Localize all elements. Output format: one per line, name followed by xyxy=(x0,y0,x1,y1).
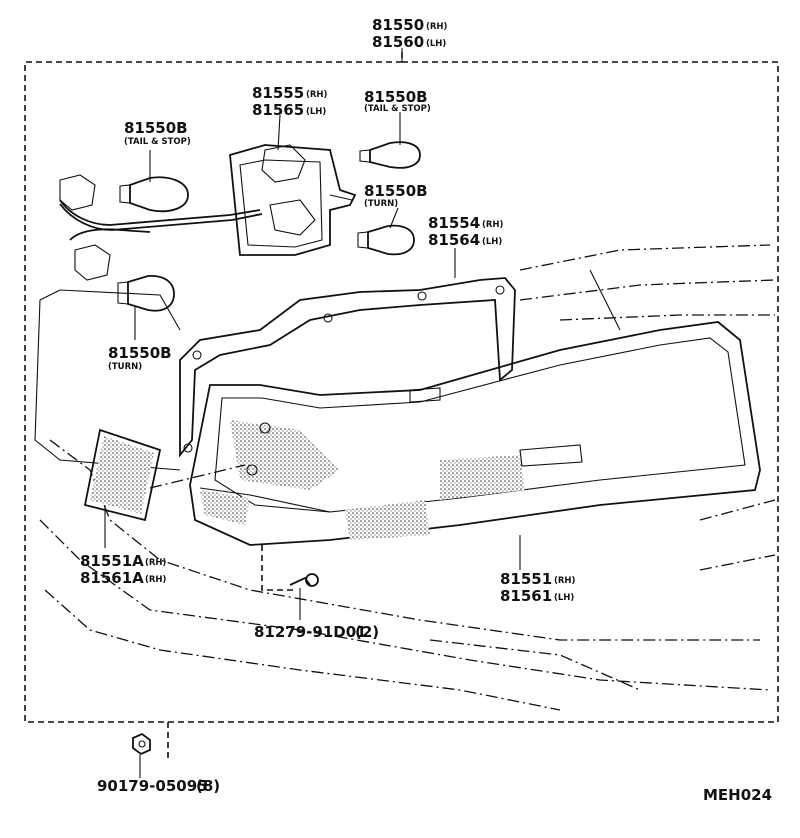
part-number: 81550 xyxy=(372,16,424,34)
part-note: (TAIL & STOP) xyxy=(364,104,431,114)
part-number: 81554 xyxy=(428,214,480,232)
bulb-tail-right-shape xyxy=(359,141,421,169)
assembly-boundary xyxy=(24,52,779,723)
part-quantity: (2) xyxy=(355,623,379,641)
part-side: (RH) xyxy=(426,22,448,32)
reflector-shape xyxy=(83,428,162,522)
bulb-tail-left-shape xyxy=(119,176,189,213)
part-number: 81551 xyxy=(500,570,552,588)
part-number: 81550B xyxy=(124,119,188,137)
part-note: (TAIL & STOP) xyxy=(124,137,191,147)
part-number: 81551A xyxy=(80,552,144,570)
part-number: 81555 xyxy=(252,84,304,102)
part-side: (RH) xyxy=(554,576,576,586)
diagram-code: MEH024 xyxy=(703,786,772,804)
part-number: 81561A xyxy=(80,569,144,587)
nut-shape xyxy=(132,722,169,760)
vehicle-body-outline xyxy=(34,244,776,711)
callout-bulb-turn-left: 81550B (TURN) xyxy=(108,344,172,372)
part-number: 81561 xyxy=(500,587,552,605)
part-number: 90179-05095 xyxy=(97,777,208,795)
callout-bulb-turn-right: 81550B (TURN) xyxy=(364,182,428,209)
part-side: (RH) xyxy=(306,90,328,100)
part-number: 81560 xyxy=(372,33,424,51)
part-quantity: (8) xyxy=(196,777,220,795)
bulb-turn-left-shape xyxy=(117,275,175,312)
part-number: 81565 xyxy=(252,101,304,119)
part-note: (TURN) xyxy=(364,199,398,209)
part-side: (RH) xyxy=(145,558,167,568)
part-side: (RH) xyxy=(145,575,167,585)
callout-socket: 81555 (RH) 81565 (LH) xyxy=(252,84,328,119)
tail-lamp-lens xyxy=(149,321,761,546)
callout-bulb-tail-left: 81550B (TAIL & STOP) xyxy=(124,119,191,147)
bulb-turn-right-shape xyxy=(357,224,415,256)
callout-bulb-tail-right: 81550B (TAIL & STOP) xyxy=(364,88,431,114)
callout-reflector: 81551A (RH) 81561A (RH) xyxy=(80,552,167,587)
part-number: 81279-91D01 xyxy=(254,623,367,641)
part-number: 81550B xyxy=(364,88,428,106)
part-side: (RH) xyxy=(482,220,504,230)
bulb-socket-housing xyxy=(229,144,357,256)
part-number: 81550B xyxy=(364,182,428,200)
part-side: (LH) xyxy=(426,39,446,49)
part-side: (LH) xyxy=(482,237,502,247)
callout-assembly: 81550 (RH) 81560 (LH) xyxy=(372,16,448,51)
callout-screw: 81279-91D01 (2) xyxy=(254,623,379,641)
part-note: (TURN) xyxy=(108,362,142,372)
part-side: (LH) xyxy=(554,593,574,603)
leader-lines xyxy=(104,48,521,778)
callout-nut: 90179-05095 (8) xyxy=(97,777,220,795)
wire-harness xyxy=(59,174,263,281)
screw-shape xyxy=(261,545,319,591)
part-number: 81550B xyxy=(108,344,172,362)
callout-lens: 81551 (RH) 81561 (LH) xyxy=(500,570,576,605)
gasket-frame xyxy=(179,277,516,458)
callout-gasket: 81554 (RH) 81564 (LH) xyxy=(428,214,504,249)
part-number: 81564 xyxy=(428,231,480,249)
part-side: (LH) xyxy=(306,107,326,117)
